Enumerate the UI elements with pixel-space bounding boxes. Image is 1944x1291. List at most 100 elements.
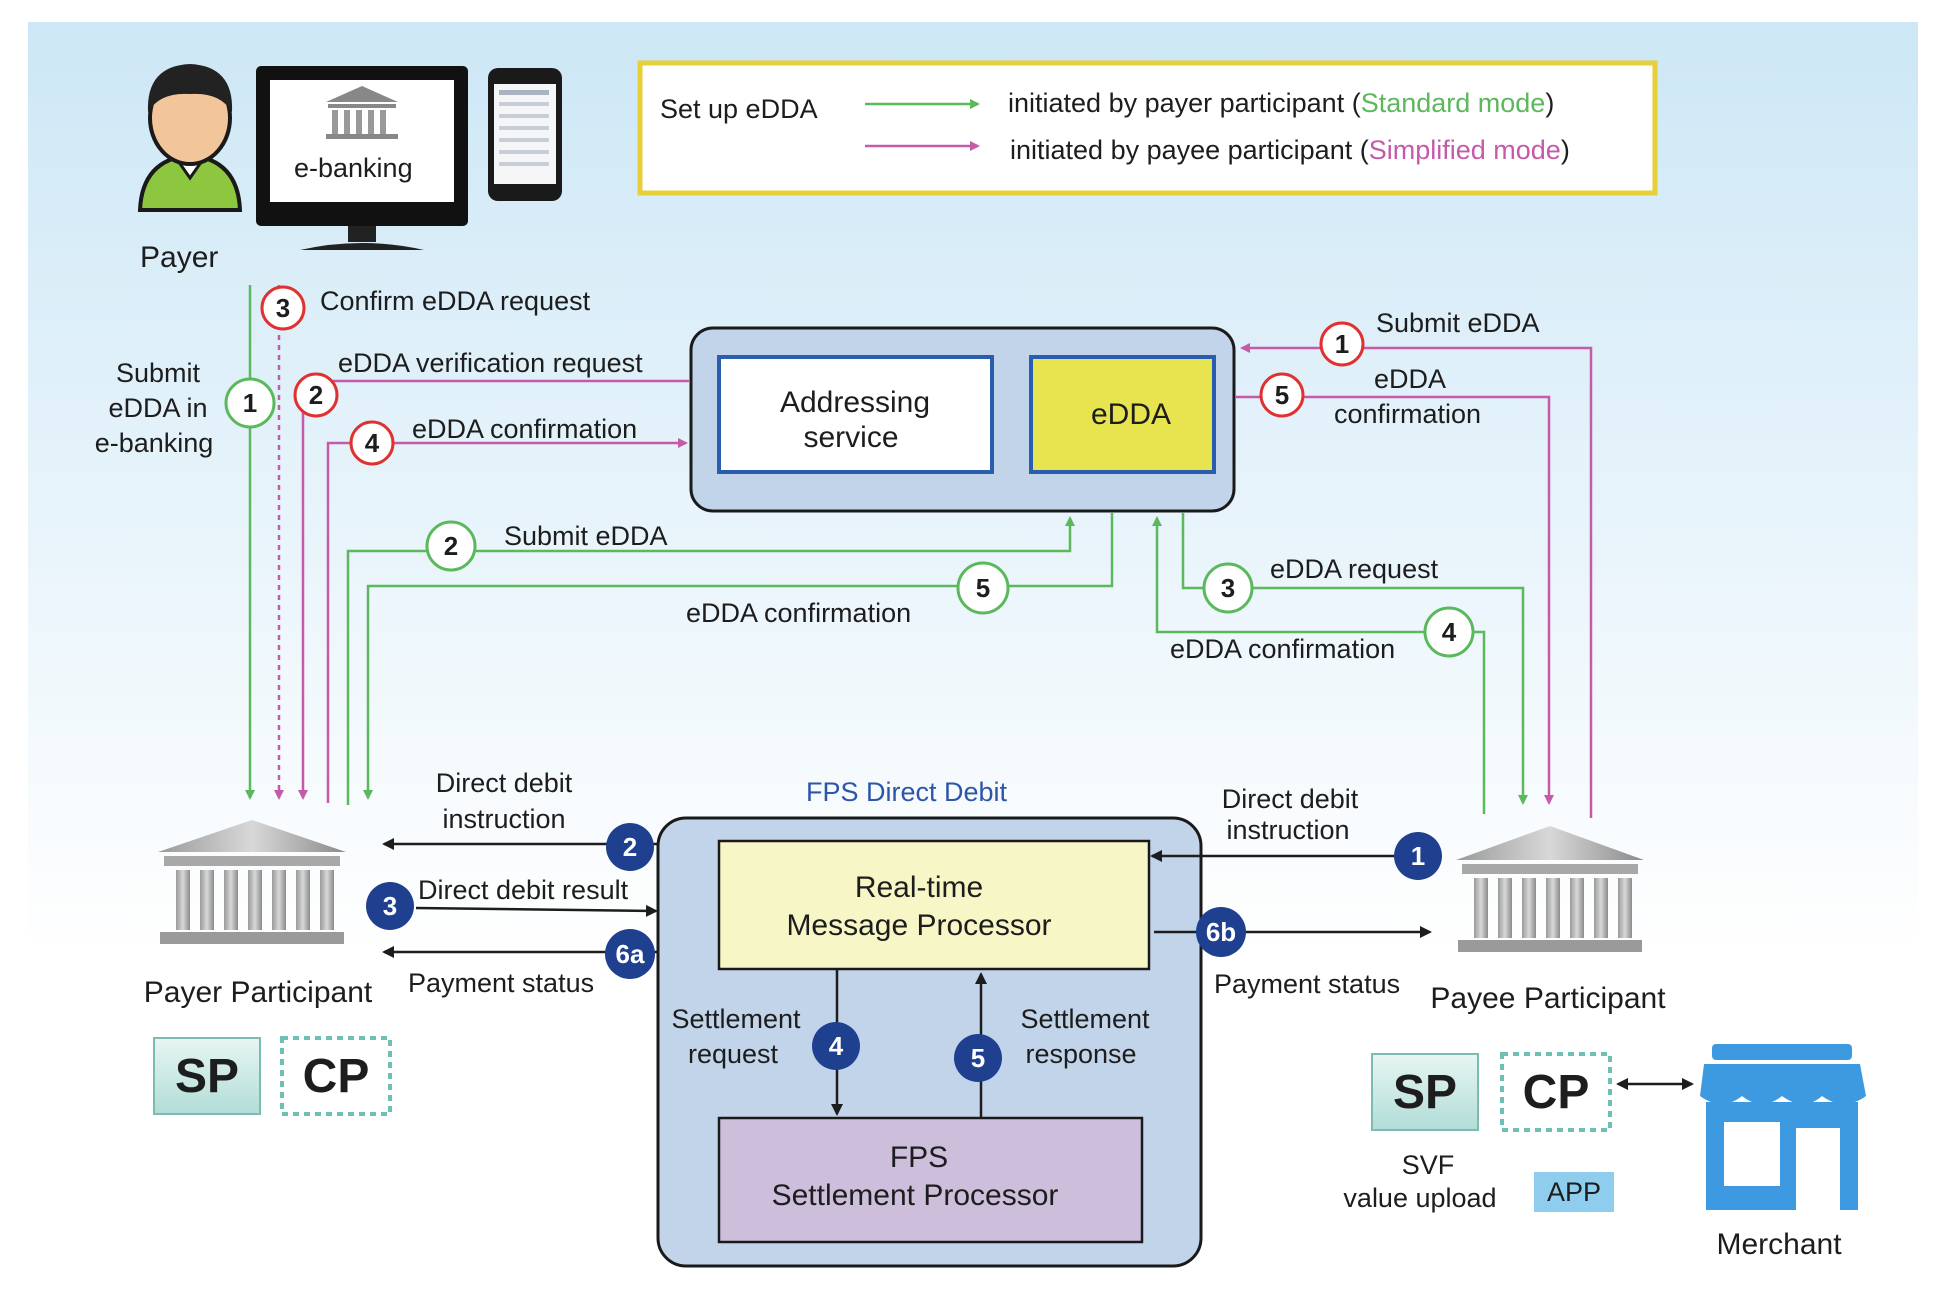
svg-text:1: 1 — [1411, 841, 1425, 871]
payer-avatar — [137, 64, 243, 212]
svg-text:2: 2 — [309, 380, 323, 410]
label-submit-ebanking-3: e-banking — [95, 428, 214, 458]
flow-confirmation-right-green-line — [1152, 516, 1486, 814]
payer-label: Payer — [140, 241, 218, 274]
svg-text:6a: 6a — [616, 939, 645, 969]
label-settlement-response-2: response — [1025, 1039, 1136, 1069]
svg-text:3: 3 — [383, 891, 397, 921]
svg-text:3: 3 — [276, 293, 290, 323]
flow-confirmation-right-line — [1236, 395, 1554, 805]
step-badge-b2: 2 — [606, 823, 654, 871]
svg-text:5: 5 — [1275, 380, 1289, 410]
label-settlement-response-1: Settlement — [1020, 1004, 1150, 1034]
label-edda-request: eDDA request — [1270, 554, 1439, 584]
step-badge-b5: 5 — [954, 1034, 1002, 1082]
step-badge-g5-left: 5 — [956, 561, 1010, 615]
label-verification-request: eDDA verification request — [338, 348, 643, 378]
label-settlement-request-1: Settlement — [671, 1004, 801, 1034]
label-payment-status-right: Payment status — [1214, 969, 1400, 999]
ebanking-monitor: e-banking — [256, 66, 468, 250]
label-settlement-request-2: request — [688, 1039, 779, 1069]
svg-text:4: 4 — [365, 428, 380, 458]
svf-label-2: value upload — [1343, 1183, 1496, 1213]
label-confirmation-right-2: confirmation — [1334, 399, 1481, 429]
svg-text:4: 4 — [1442, 617, 1457, 647]
label-submit-ebanking-2: eDDA in — [108, 393, 207, 423]
rtmp-line1: Real-time — [855, 871, 983, 904]
label-payment-status-left: Payment status — [408, 968, 594, 998]
flow-edda-request-line — [1181, 513, 1528, 805]
legend-standard-text: initiated by payer participant (Standard… — [1008, 88, 1554, 118]
fps-title: FPS Direct Debit — [806, 777, 1008, 807]
flow-confirmation-left-line — [326, 438, 688, 803]
payee-participant-label: Payee Participant — [1430, 982, 1666, 1015]
label-submit-edda-left: Submit eDDA — [504, 521, 668, 551]
svg-text:CP: CP — [1523, 1066, 1590, 1119]
label-confirmation-left-green: eDDA confirmation — [686, 598, 911, 628]
payer-participant-label: Payer Participant — [144, 976, 373, 1009]
addressing-hub: Addressing service eDDA — [689, 326, 1236, 513]
label-submit-ebanking-1: Submit — [116, 358, 201, 388]
flow-confirmation-left-green-line — [363, 513, 1114, 800]
label-confirmation-right-1: eDDA — [1374, 364, 1446, 394]
step-badge-g4-right: 4 — [1423, 606, 1475, 658]
legend-simplified-text: initiated by payee participant (Simplifi… — [1010, 135, 1570, 165]
legend: Set up eDDA initiated by payer participa… — [637, 60, 1658, 196]
rtmp-line2: Message Processor — [786, 909, 1051, 942]
step-badge-r4-left: 4 — [349, 420, 395, 466]
svg-text:1: 1 — [1335, 329, 1349, 359]
edda-label: eDDA — [1091, 398, 1171, 431]
payee-participant-bank-icon — [1456, 826, 1644, 952]
label-confirmation-right-green: eDDA confirmation — [1170, 634, 1395, 664]
svg-text:3: 3 — [1221, 573, 1235, 603]
label-confirm-request: Confirm eDDA request — [320, 286, 591, 316]
svg-text:APP: APP — [1547, 1177, 1601, 1207]
label-confirmation-left: eDDA confirmation — [412, 414, 637, 444]
svg-text:2: 2 — [444, 531, 458, 561]
payee-sp-box: SP — [1371, 1053, 1479, 1131]
fsp-line2: Settlement Processor — [772, 1179, 1059, 1212]
svg-text:2: 2 — [623, 832, 637, 862]
svg-text:SP: SP — [1393, 1066, 1457, 1119]
svg-text:1: 1 — [243, 388, 257, 418]
step-badge-r2-left: 2 — [293, 372, 339, 418]
step-badge-b6a: 6a — [605, 929, 655, 979]
mobile-phone-icon — [488, 68, 562, 201]
payer-sp-box: SP — [153, 1037, 261, 1115]
dd-result-arrow — [415, 904, 658, 917]
addressing-service-line1: Addressing — [780, 386, 930, 419]
edda-box — [1029, 355, 1216, 474]
label-submit-edda-right: Submit eDDA — [1376, 308, 1540, 338]
payer-cp-box: CP — [280, 1036, 392, 1116]
label-dd-result: Direct debit result — [418, 875, 629, 905]
svg-text:CP: CP — [303, 1050, 370, 1103]
fsp-line1: FPS — [890, 1141, 948, 1174]
addressing-service-box — [717, 355, 994, 474]
step-badge-b4: 4 — [812, 1022, 860, 1070]
step-badge-r3-left: 3 — [260, 285, 306, 331]
step-badge-b3: 3 — [366, 882, 414, 930]
payer-participant-bank-icon — [158, 820, 346, 944]
step-badge-g2-left: 2 — [425, 520, 477, 572]
ebanking-label: e-banking — [294, 153, 413, 183]
label-ddi-right-1: Direct debit — [1222, 784, 1359, 814]
flow-submit-edda-left-line — [346, 516, 1075, 805]
addressing-service-line2: service — [803, 421, 898, 454]
label-ddi-left-1: Direct debit — [436, 768, 573, 798]
legend-title: Set up eDDA — [660, 94, 818, 124]
svg-text:5: 5 — [976, 573, 990, 603]
fps-container: Real-time Message Processor FPS Settleme… — [656, 816, 1203, 1268]
step-badge-r5-right: 5 — [1259, 372, 1305, 418]
label-ddi-left-2: instruction — [442, 804, 565, 834]
svg-text:5: 5 — [971, 1043, 985, 1073]
step-badge-g1-left: 1 — [224, 377, 276, 429]
realtime-message-processor-box — [717, 839, 1151, 971]
step-badge-g3-right: 3 — [1202, 562, 1254, 614]
payee-cp-box: CP — [1500, 1052, 1612, 1132]
svf-label-1: SVF — [1402, 1150, 1455, 1180]
step-badge-r1-right: 1 — [1319, 321, 1365, 367]
svg-text:6b: 6b — [1206, 917, 1236, 947]
bank-icon — [326, 86, 398, 139]
merchant-label: Merchant — [1716, 1228, 1842, 1261]
